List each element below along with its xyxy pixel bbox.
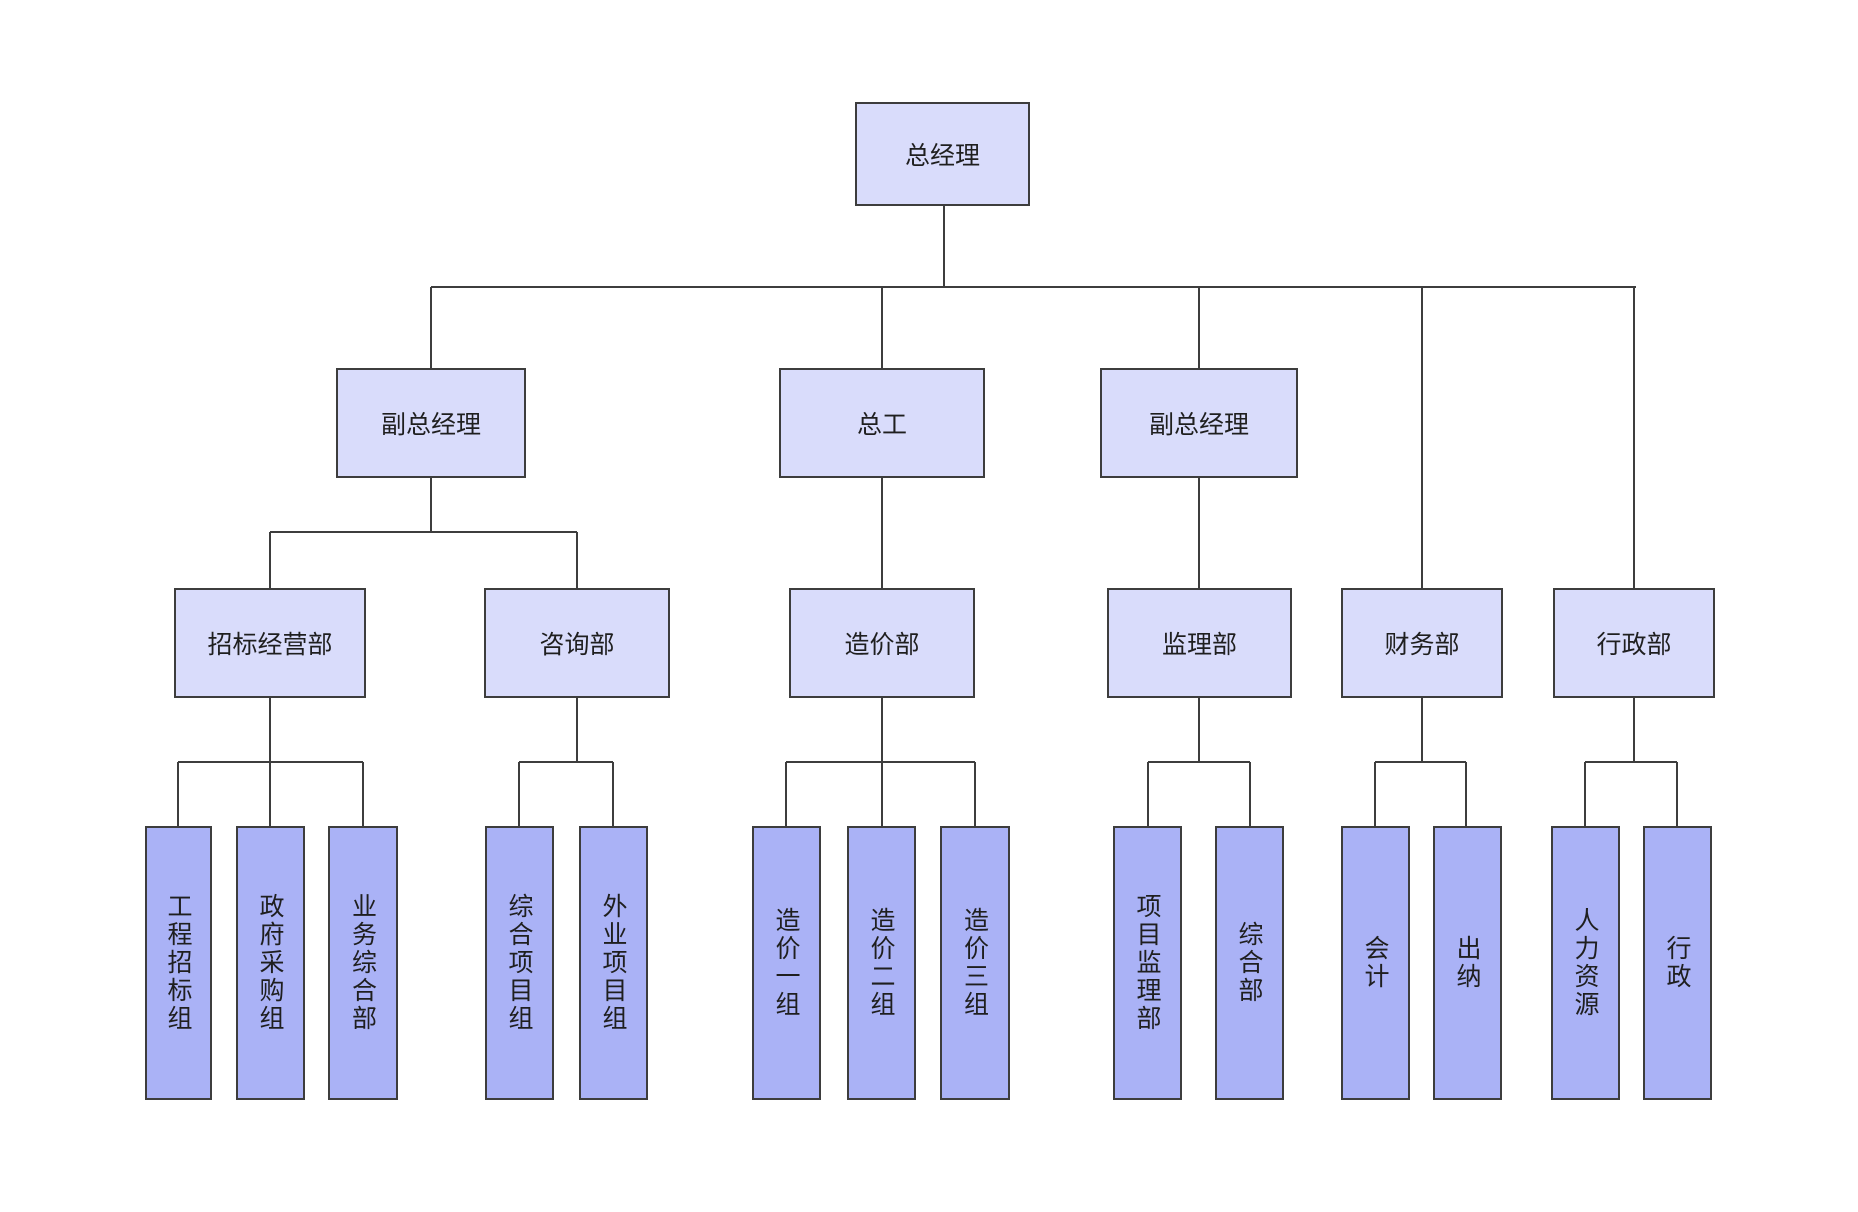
node-label: 造价三组: [960, 907, 990, 1019]
node-label: 项目监理部: [1133, 893, 1162, 1033]
node-label: 咨询部: [539, 630, 615, 659]
node-team[interactable]: 项目监理部: [1113, 826, 1182, 1100]
node-label: 副总经理: [380, 410, 481, 439]
node-label: 监理部: [1161, 630, 1237, 659]
node-label: 财务部: [1384, 630, 1460, 659]
node-label: 人力资源: [1571, 907, 1600, 1019]
node-team[interactable]: 业务综合部: [328, 826, 398, 1100]
node-label: 总经理: [904, 141, 980, 170]
node-label: 招标经营部: [207, 630, 333, 659]
node-team[interactable]: 造价一组: [752, 826, 821, 1100]
node-label: 工程招标组: [164, 893, 193, 1033]
node-label: 会计: [1361, 935, 1390, 991]
node-label: 业务综合部: [348, 893, 378, 1033]
node-team[interactable]: 人力资源: [1551, 826, 1620, 1100]
node-dept-supervision[interactable]: 监理部: [1107, 588, 1292, 698]
node-dept-admin[interactable]: 行政部: [1553, 588, 1715, 698]
node-label: 总工: [856, 410, 907, 439]
node-dept-finance[interactable]: 财务部: [1341, 588, 1503, 698]
node-label: 造价一组: [772, 907, 801, 1019]
node-label: 出纳: [1453, 935, 1482, 991]
node-general-manager[interactable]: 总经理: [855, 102, 1030, 206]
node-label: 造价二组: [867, 907, 896, 1019]
node-team[interactable]: 外业项目组: [579, 826, 648, 1100]
node-chief-engineer[interactable]: 总工: [779, 368, 985, 478]
node-label: 副总经理: [1148, 410, 1249, 439]
node-dept-bidding[interactable]: 招标经营部: [174, 588, 366, 698]
node-dept-consulting[interactable]: 咨询部: [484, 588, 670, 698]
node-team[interactable]: 会计: [1341, 826, 1410, 1100]
node-label: 综合项目组: [505, 893, 534, 1033]
node-team[interactable]: 造价二组: [847, 826, 916, 1100]
node-team[interactable]: 出纳: [1433, 826, 1502, 1100]
node-label: 造价部: [844, 630, 920, 659]
node-deputy-manager-right[interactable]: 副总经理: [1100, 368, 1298, 478]
node-team[interactable]: 工程招标组: [145, 826, 212, 1100]
node-label: 综合部: [1235, 921, 1264, 1005]
node-team[interactable]: 政府采购组: [236, 826, 305, 1100]
node-dept-cost[interactable]: 造价部: [789, 588, 975, 698]
node-team[interactable]: 行政: [1643, 826, 1712, 1100]
node-team[interactable]: 造价三组: [940, 826, 1010, 1100]
node-label: 行政: [1663, 935, 1692, 991]
node-team[interactable]: 综合项目组: [485, 826, 554, 1100]
node-label: 行政部: [1596, 630, 1672, 659]
node-team[interactable]: 综合部: [1215, 826, 1284, 1100]
node-label: 外业项目组: [599, 893, 628, 1033]
node-deputy-manager-left[interactable]: 副总经理: [336, 368, 526, 478]
node-label: 政府采购组: [256, 893, 285, 1033]
